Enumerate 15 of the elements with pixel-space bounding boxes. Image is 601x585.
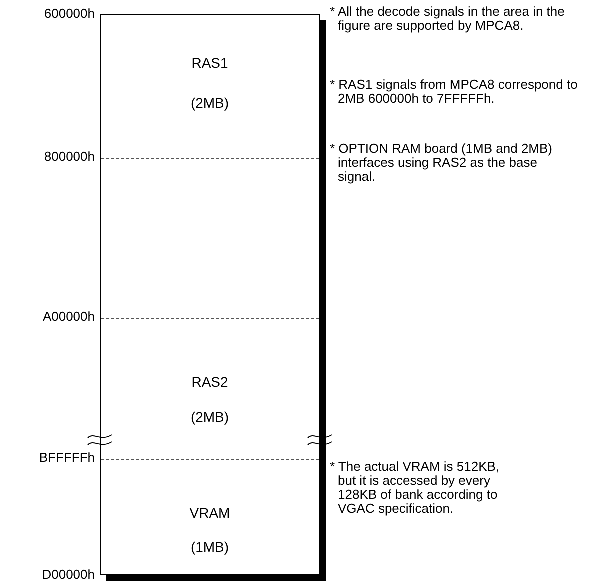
address-label: BFFFFFh: [38, 450, 95, 465]
address-label: D00000h: [41, 567, 95, 582]
region-name: VRAM: [188, 505, 232, 521]
region-size: (2MB): [190, 95, 230, 111]
region-name: RAS2: [190, 374, 230, 390]
note-text: * RAS1 signals from MPCA8 correspond to 2MB 600000h to 7FFFFFh.: [330, 78, 578, 106]
note-text: * The actual VRAM is 512KB, but it is accessed by every 128KB of bank according to VGAC specification.: [330, 460, 501, 516]
address-label: 600000h: [43, 6, 95, 21]
region-size: (1MB): [190, 539, 230, 555]
address-label: 800000h: [43, 149, 95, 164]
address-label: A00000h: [42, 309, 95, 324]
region-name: RAS1: [190, 55, 230, 71]
note-text: * All the decode signals in the area in the figure are supported by MPCA8.: [330, 5, 566, 33]
region-size: (2MB): [190, 409, 230, 425]
note-text: * OPTION RAM board (1MB and 2MB) interfaces using RAS2 as the base signal.: [330, 142, 554, 184]
